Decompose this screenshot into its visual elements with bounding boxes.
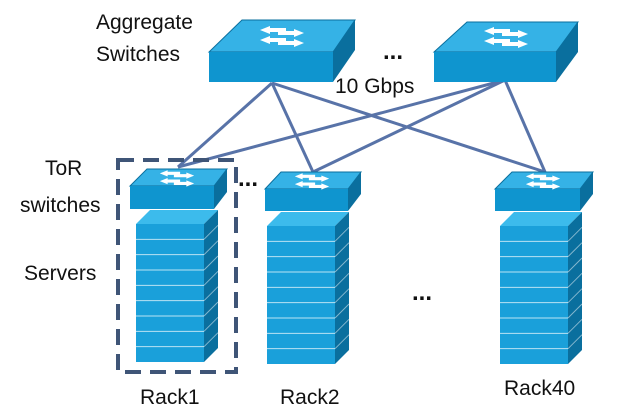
aggregate-label-line1: Aggregate <box>96 11 193 34</box>
tor-label-line1: ToR <box>45 157 82 180</box>
ellipsis-aggregate: ... <box>383 38 403 65</box>
link-line <box>312 78 506 174</box>
server-rack-icon <box>500 212 583 364</box>
server-rack-icon <box>136 210 219 362</box>
aggregate-switch-icon <box>432 21 579 82</box>
link-line <box>270 82 315 173</box>
link-line <box>503 79 547 173</box>
rack-label: Rack40 <box>504 377 575 400</box>
link-speed-label: 10 Gbps <box>335 75 414 98</box>
rack-label: Rack2 <box>280 386 340 409</box>
rack1-highlight-box <box>116 158 238 374</box>
aggregate-switch-icon <box>207 19 356 82</box>
rack-label: Rack1 <box>140 386 200 409</box>
link-line <box>177 78 506 169</box>
ellipsis-racks: ... <box>412 279 432 306</box>
tor-switch-icon <box>263 171 363 211</box>
tor-switch-icon <box>128 168 229 209</box>
tor-label-line2: switches <box>20 194 101 217</box>
ellipsis-tor: ... <box>238 165 258 192</box>
aggregate-label-line2: Switches <box>96 43 180 66</box>
servers-label: Servers <box>24 262 96 285</box>
server-rack-icon <box>267 212 350 364</box>
link-line <box>177 81 273 169</box>
links <box>177 78 547 174</box>
tor-switch-icon <box>493 171 595 211</box>
